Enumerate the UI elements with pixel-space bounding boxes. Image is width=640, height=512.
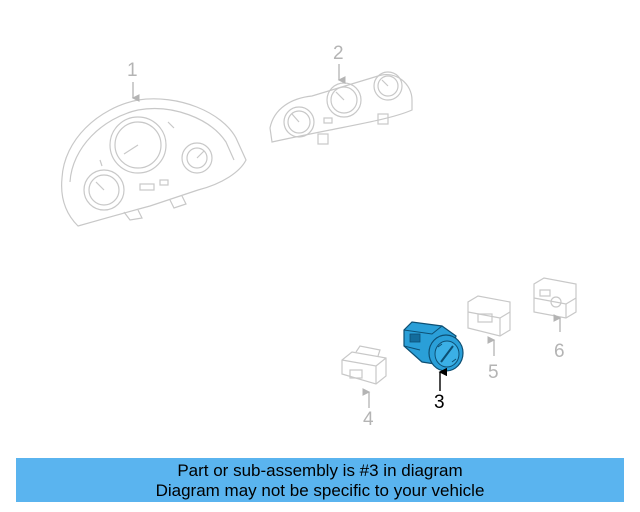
- callout-4: 4: [363, 409, 374, 430]
- callout-3: 3: [434, 392, 445, 413]
- banner-line-2: Diagram may not be specific to your vehi…: [155, 481, 485, 500]
- callout-1: 1: [127, 60, 138, 81]
- switch-part-4[interactable]: [341, 345, 387, 385]
- info-banner: Part or sub-assembly is #3 in diagram Di…: [16, 458, 624, 502]
- callout-5: 5: [488, 362, 499, 383]
- switch-part-5[interactable]: [467, 295, 511, 337]
- gauge-pod-part-2[interactable]: [269, 71, 413, 145]
- switch-part-6[interactable]: [533, 277, 577, 319]
- banner-line-1: Part or sub-assembly is #3 in diagram: [177, 461, 463, 480]
- callout-2: 2: [333, 43, 344, 64]
- callout-6: 6: [554, 341, 565, 362]
- headlamp-switch-part-3[interactable]: [403, 321, 464, 372]
- instrument-cluster-part-1[interactable]: [61, 98, 247, 227]
